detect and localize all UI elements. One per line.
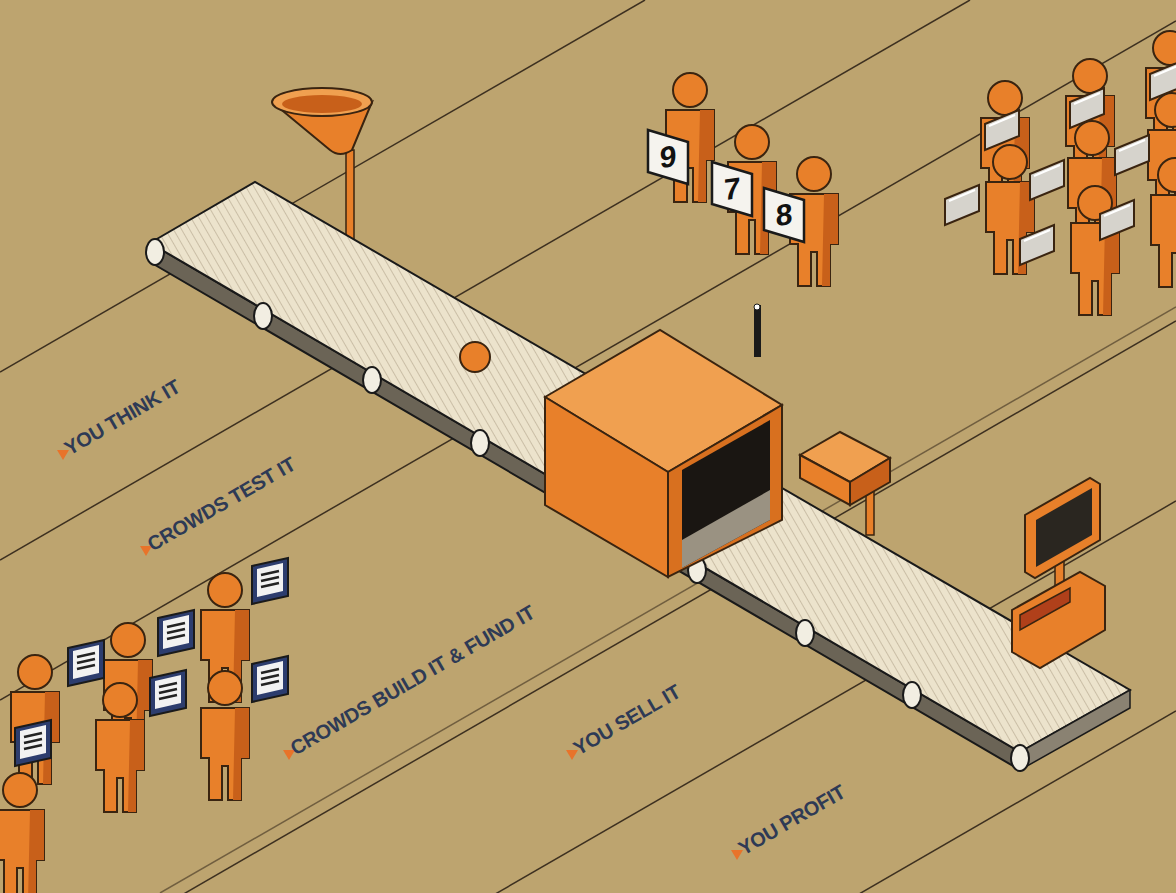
scanner — [800, 432, 890, 535]
register — [1012, 478, 1105, 668]
idea-ball — [460, 342, 490, 372]
machine — [545, 304, 782, 577]
crowd-builders — [0, 558, 288, 893]
conveyor — [146, 182, 1130, 771]
step-label: YOU THINK IT — [60, 374, 184, 460]
judges — [648, 73, 838, 286]
score-number: 9 — [652, 135, 684, 179]
crowd-testers — [945, 31, 1176, 315]
step-label: CROWDS BUILD IT & FUND IT — [286, 600, 539, 760]
step-label: YOU PROFIT — [734, 780, 849, 860]
step-label: YOU SELL IT — [569, 679, 685, 760]
score-number: 7 — [716, 167, 748, 211]
score-number: 8 — [768, 193, 800, 237]
